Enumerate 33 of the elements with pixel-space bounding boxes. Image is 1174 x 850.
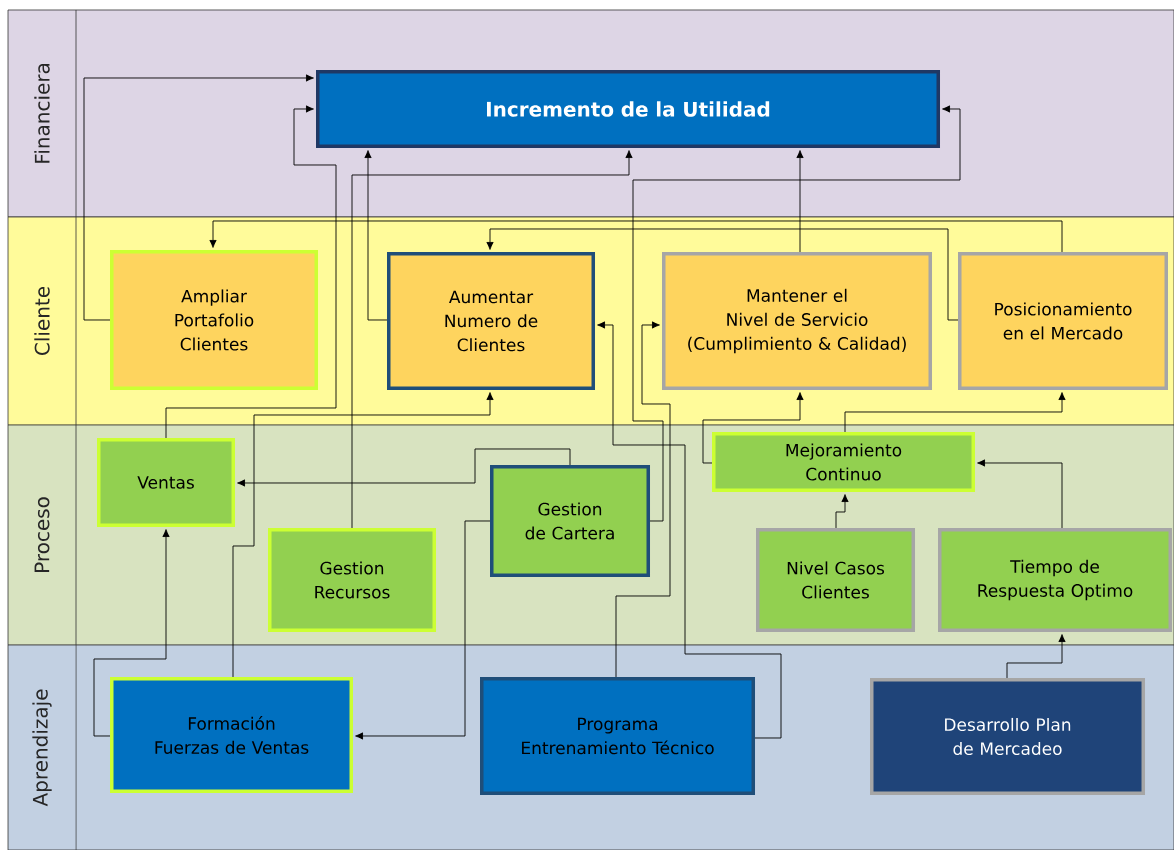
- process-box: Programa Entrenamiento Técnico: [480, 677, 755, 795]
- process-box: Posicionamiento en el Mercado: [958, 252, 1168, 390]
- connector-arrow: [83, 74, 314, 321]
- connector-arrow: [632, 105, 961, 522]
- connector-arrow: [702, 392, 804, 464]
- process-box: Ampliar Portafolio Clientes: [110, 250, 318, 390]
- connector-arrow: [355, 520, 491, 740]
- connector-arrow: [615, 321, 671, 678]
- process-box: Tiempo de Respuesta Optimo: [938, 528, 1172, 632]
- objective-box: Incremento de la Utilidad: [316, 70, 940, 148]
- process-box: Gestion Recursos: [268, 528, 436, 632]
- connector-arrow: [165, 105, 337, 439]
- process-box: Mejoramiento Continuo: [712, 432, 975, 492]
- process-box: Mantener el Nivel de Servicio (Cumplimiento & Calidad): [662, 252, 932, 390]
- connector-arrow: [93, 529, 170, 737]
- connector-arrow: [835, 494, 849, 529]
- connector-arrow: [1006, 634, 1066, 679]
- connector-arrow: [351, 150, 633, 529]
- process-box: Desarrollo Plan de Mercadeo: [870, 678, 1145, 795]
- connector-arrow: [364, 150, 388, 321]
- process-box: Formación Fuerzas de Ventas: [110, 677, 353, 793]
- connector-arrow: [237, 448, 571, 487]
- process-box: Aumentar Numero de Clientes: [387, 252, 595, 390]
- connector-arrow: [209, 220, 1063, 253]
- connector-arrow: [486, 228, 959, 321]
- process-box: Gestion de Cartera: [490, 465, 650, 577]
- connector-arrow: [844, 392, 1066, 433]
- process-box: Nivel Casos Clientes: [756, 528, 915, 632]
- connector-arrow: [597, 321, 782, 739]
- connector-arrow: [977, 459, 1063, 529]
- process-box: Ventas: [97, 438, 235, 527]
- connector-arrow: [232, 392, 494, 678]
- connector-arrow: [796, 150, 804, 253]
